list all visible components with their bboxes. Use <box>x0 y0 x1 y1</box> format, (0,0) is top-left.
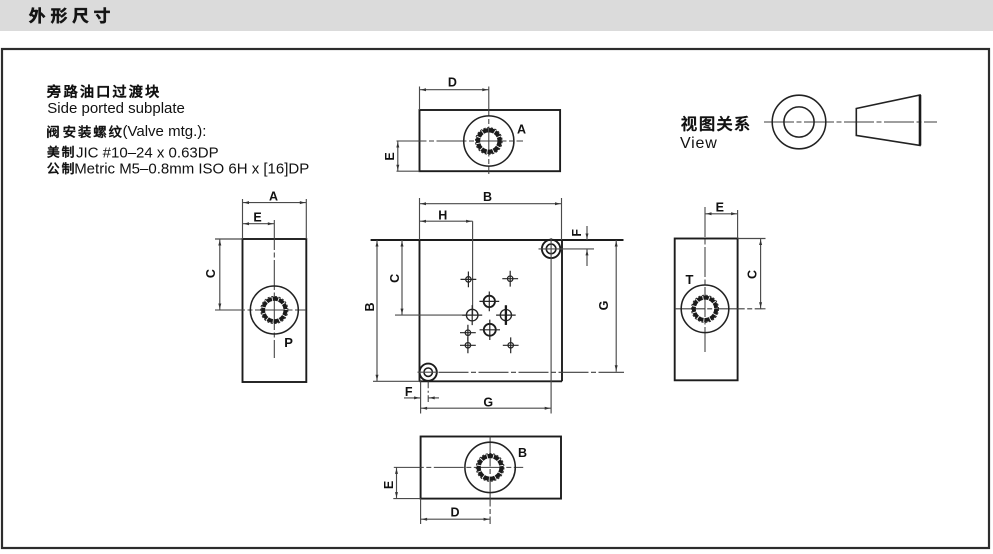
svg-text:C: C <box>204 269 218 278</box>
svg-text:Side ported subplate: Side ported subplate <box>47 100 185 117</box>
svg-text:G: G <box>483 396 493 410</box>
svg-text:A: A <box>517 123 526 137</box>
svg-text:D: D <box>448 76 457 90</box>
svg-text:F: F <box>405 385 413 399</box>
svg-text:E: E <box>382 481 396 489</box>
svg-text:Metric M5–0.8mm ISO 6H x [16]D: Metric M5–0.8mm ISO 6H x [16]DP <box>74 160 309 177</box>
svg-text:E: E <box>716 201 724 215</box>
svg-text:(Valve mtg.):: (Valve mtg.): <box>123 123 207 140</box>
svg-text:G: G <box>597 301 611 311</box>
svg-text:C: C <box>746 270 760 279</box>
svg-text:D: D <box>450 506 459 520</box>
svg-text:H: H <box>438 209 447 223</box>
svg-text:View: View <box>680 135 718 152</box>
svg-text:C: C <box>388 274 402 283</box>
svg-text:E: E <box>383 152 397 160</box>
svg-text:E: E <box>253 211 261 225</box>
svg-text:B: B <box>483 190 492 204</box>
svg-text:B: B <box>363 302 377 311</box>
svg-text:T: T <box>686 272 694 287</box>
svg-text:F: F <box>570 229 584 237</box>
svg-text:A: A <box>269 190 278 204</box>
svg-text:JIC #10–24 x 0.63DP: JIC #10–24 x 0.63DP <box>76 144 219 161</box>
svg-text:P: P <box>284 335 293 350</box>
svg-text:B: B <box>518 446 527 460</box>
